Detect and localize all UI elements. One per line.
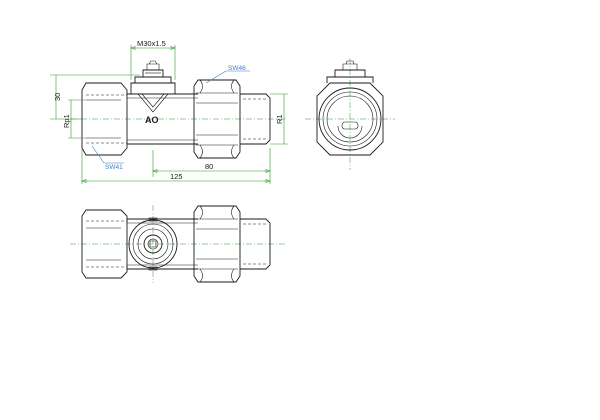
front-view: AO M30x1.5 30 Rp1 R1 bbox=[50, 39, 288, 184]
top-spindle-inner bbox=[147, 238, 159, 250]
leader-sw41-text: SW41 bbox=[105, 164, 123, 171]
front-inner-cone bbox=[137, 93, 169, 113]
side-view bbox=[305, 58, 395, 170]
side-bonnet bbox=[326, 76, 374, 83]
dim-total-text: 125 bbox=[170, 172, 183, 181]
dim-thread-top-text: M30x1.5 bbox=[137, 39, 166, 48]
top-tailpiece bbox=[240, 218, 271, 270]
side-seat-slot bbox=[341, 121, 359, 130]
top-bonnet-outer bbox=[128, 219, 178, 269]
front-bonnet bbox=[130, 82, 176, 94]
top-bonnet-inner bbox=[137, 228, 169, 260]
front-nut-chamfer-top bbox=[199, 79, 235, 94]
top-view bbox=[70, 205, 285, 283]
top-spindle-outer bbox=[143, 234, 163, 254]
top-bonnet-tab-top bbox=[148, 217, 158, 222]
dim-center-arrows bbox=[152, 169, 271, 173]
top-bonnet-ring bbox=[132, 223, 174, 265]
leader-sw41-line bbox=[91, 145, 105, 164]
side-spindle bbox=[342, 63, 358, 70]
top-nut-chamfer-top bbox=[199, 205, 235, 220]
front-bonnet-ring bbox=[134, 76, 172, 83]
side-inner-circle bbox=[326, 95, 374, 143]
side-hex-outline bbox=[316, 82, 384, 156]
side-spindle-tip bbox=[345, 60, 355, 65]
front-spindle-tip bbox=[148, 60, 158, 65]
dim-height-text: 30 bbox=[53, 93, 62, 101]
front-tailpiece bbox=[240, 93, 271, 145]
side-outer-circle bbox=[318, 87, 382, 151]
dim-total-arrows bbox=[81, 179, 271, 183]
front-spindle bbox=[146, 63, 160, 70]
leader-sw46-text: SW46 bbox=[228, 65, 246, 72]
top-spindle-square bbox=[149, 240, 157, 248]
front-union-nut bbox=[193, 79, 241, 159]
front-left-hex-body bbox=[81, 82, 128, 156]
front-inner-cone-2 bbox=[141, 93, 165, 108]
top-middle-inner bbox=[127, 222, 198, 266]
top-left-hex-body bbox=[81, 209, 128, 279]
leader-sw46-line bbox=[205, 70, 227, 84]
front-middle-inner bbox=[127, 97, 198, 141]
top-nut-chamfer-bottom bbox=[199, 268, 235, 283]
side-seat-arc bbox=[337, 125, 363, 139]
top-bonnet-tab-bottom bbox=[148, 266, 158, 271]
dim-outlet-text: R1 bbox=[275, 114, 284, 124]
front-spindle-base bbox=[142, 69, 164, 77]
front-middle-body bbox=[127, 93, 198, 145]
dim-inlet-text: Rp1 bbox=[62, 114, 71, 128]
side-bonnet-ring bbox=[334, 69, 366, 77]
dim-center-text: 80 bbox=[205, 162, 213, 171]
top-middle-body bbox=[127, 218, 198, 270]
top-union-nut bbox=[193, 205, 241, 283]
side-thread-circle bbox=[322, 91, 378, 147]
front-nut-chamfer-bottom bbox=[199, 144, 235, 159]
front-logo: AO bbox=[145, 115, 159, 125]
dim-thread-top-arrows bbox=[130, 46, 176, 50]
